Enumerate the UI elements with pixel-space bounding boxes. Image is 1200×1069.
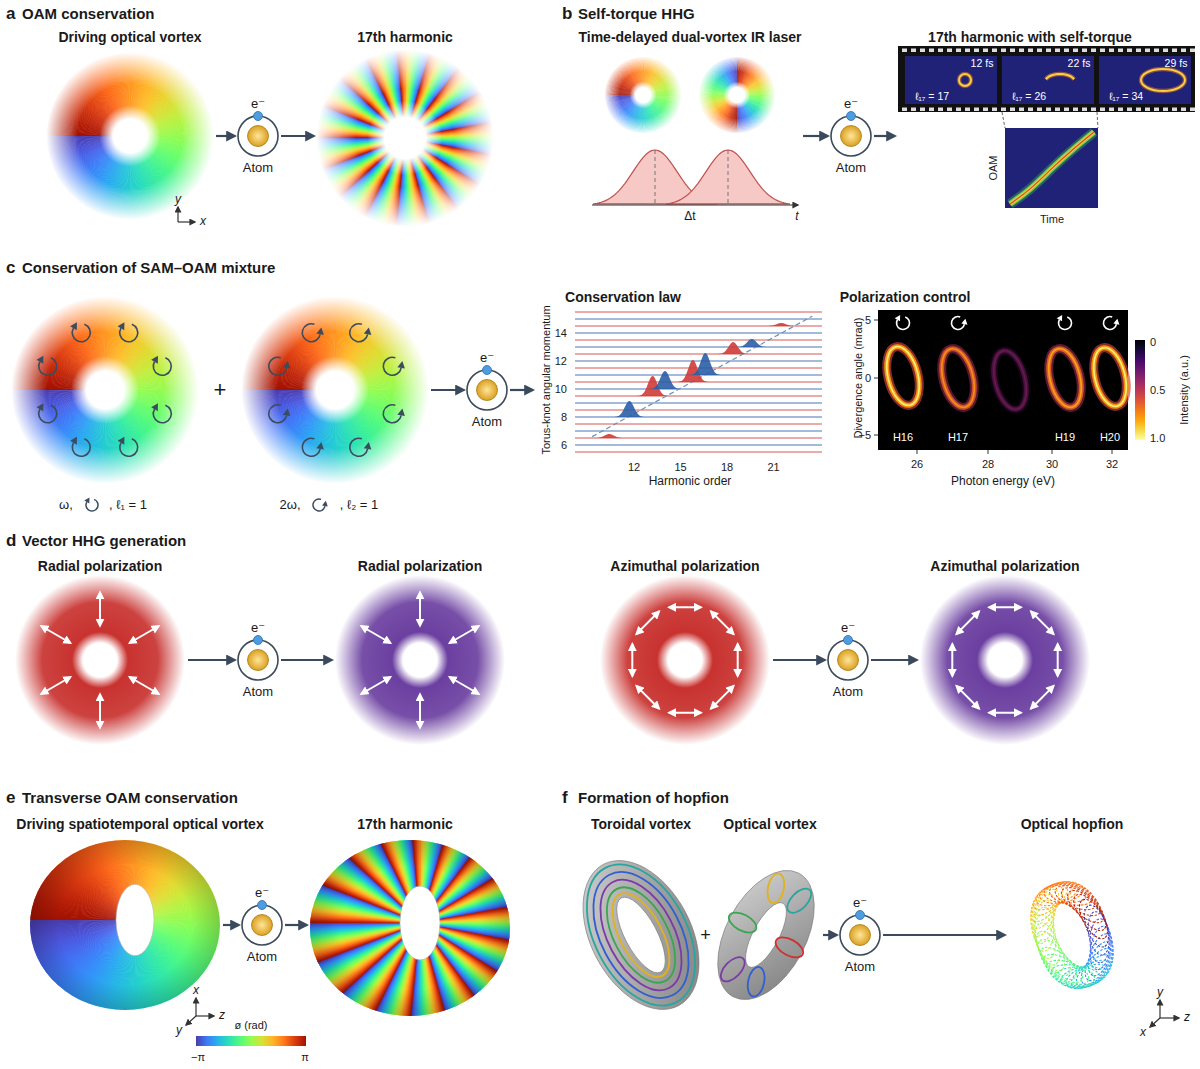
figure-stage: Driving optical vortexe⁻Atom17th harmoni… [0,0,1200,1069]
